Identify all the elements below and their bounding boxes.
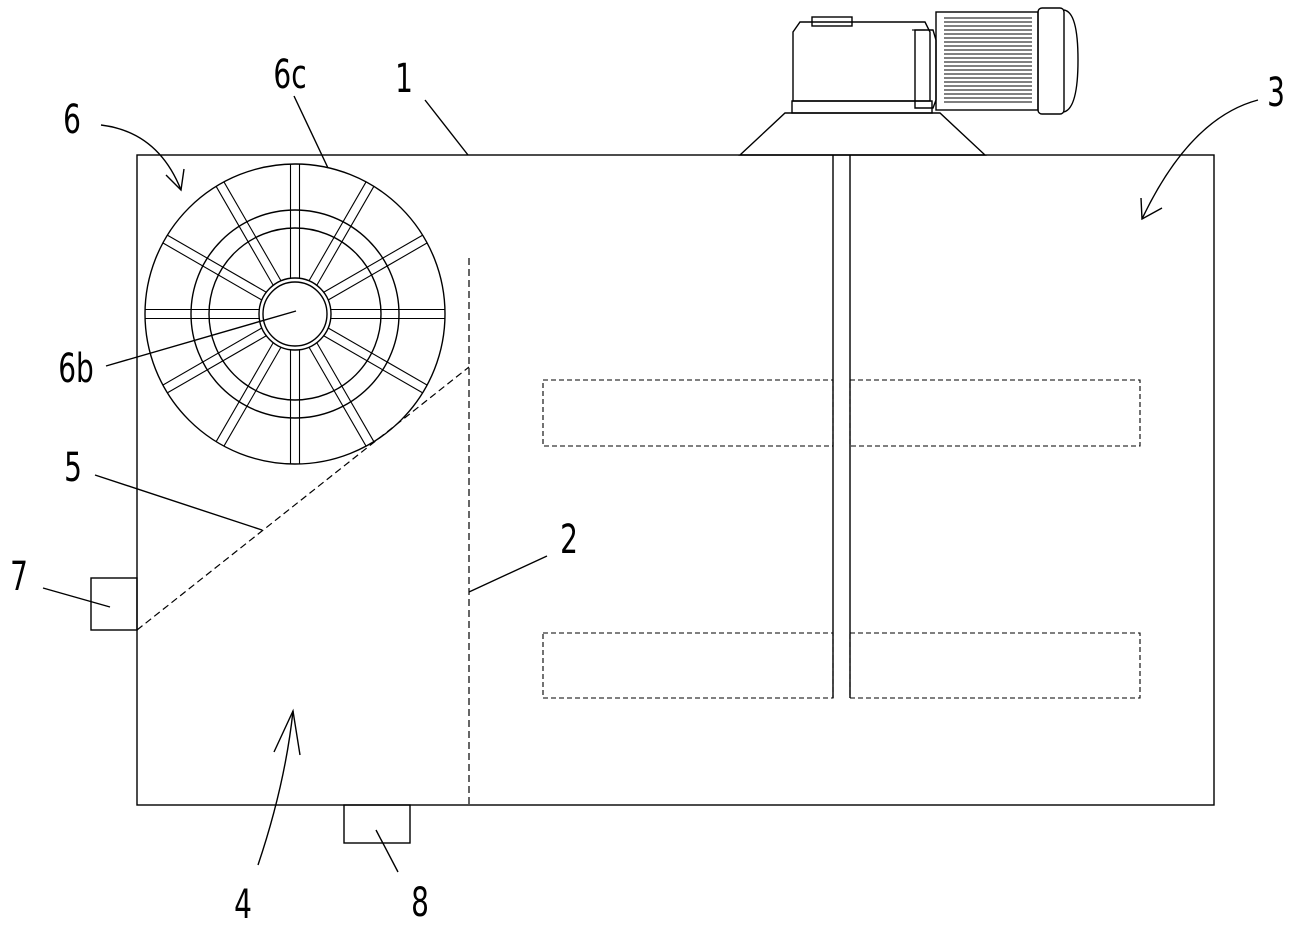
motor-housing bbox=[935, 11, 1039, 111]
drum-outer-rim bbox=[144, 163, 446, 465]
drum-spokes bbox=[145, 164, 445, 464]
drum-spoke bbox=[323, 234, 423, 293]
drum-spoke bbox=[215, 186, 274, 286]
drum-spoke bbox=[162, 242, 262, 301]
label-drum-cage: 6c bbox=[273, 52, 306, 98]
leader-bottom-outlet bbox=[375, 829, 399, 873]
drum-cage bbox=[144, 163, 446, 465]
lower-right-blade bbox=[849, 632, 1141, 699]
gearbox-cap bbox=[811, 16, 853, 27]
arrow-drum-assembly bbox=[100, 124, 185, 192]
motor-mount bbox=[738, 112, 987, 156]
leader-drum-cage bbox=[293, 95, 329, 169]
drum-spoke bbox=[328, 242, 428, 301]
leader-partition bbox=[468, 555, 548, 593]
arrow-settling-zone bbox=[257, 708, 301, 866]
label-drum-assembly: 6 bbox=[63, 97, 81, 143]
drum-spoke bbox=[167, 335, 267, 394]
mount-flange bbox=[791, 100, 933, 114]
arrow-mixing-zone bbox=[1140, 99, 1259, 221]
gearbox-body bbox=[792, 21, 931, 102]
label-bottom-outlet: 8 bbox=[411, 880, 429, 926]
drum-spoke bbox=[316, 186, 375, 286]
motor-assembly bbox=[738, 7, 1079, 156]
label-mixing-zone: 3 bbox=[1267, 70, 1285, 116]
label-settling-zone: 4 bbox=[234, 882, 252, 928]
drum-spoke bbox=[223, 181, 282, 281]
motor-fan-cover bbox=[1037, 7, 1065, 115]
leader-tank bbox=[424, 99, 469, 156]
drum-spoke bbox=[162, 327, 262, 386]
drum-spoke bbox=[323, 335, 423, 394]
label-inclined-plate: 5 bbox=[64, 445, 82, 491]
lower-left-blade bbox=[542, 632, 834, 699]
drum-spoke bbox=[316, 342, 375, 442]
side-outlet bbox=[90, 577, 138, 631]
bottom-outlet bbox=[343, 804, 411, 844]
drum-spoke bbox=[167, 234, 267, 293]
label-partition: 2 bbox=[560, 517, 578, 563]
inclined-plate bbox=[136, 366, 470, 631]
drum-spoke bbox=[328, 327, 428, 386]
motor-end-cap bbox=[1063, 9, 1079, 113]
drum-inner-ring bbox=[208, 227, 382, 401]
label-tank: 1 bbox=[395, 56, 413, 102]
motor-cooling-fins bbox=[944, 17, 1032, 103]
drum-hub-outer bbox=[258, 277, 332, 351]
leader-inclined-plate bbox=[94, 474, 263, 531]
drum-spoke bbox=[215, 342, 274, 442]
drum-spoke bbox=[308, 347, 367, 447]
upper-right-blade bbox=[849, 379, 1141, 447]
label-drum-shaft: 6b bbox=[58, 346, 94, 392]
leader-side-outlet bbox=[42, 587, 111, 608]
drum-middle-ring bbox=[190, 209, 400, 419]
tank-body bbox=[136, 154, 1215, 806]
motor-collar bbox=[914, 29, 937, 109]
drum-spoke bbox=[223, 347, 282, 447]
label-side-outlet: 7 bbox=[10, 554, 28, 600]
leader-drum-shaft bbox=[105, 310, 297, 367]
drum-spoke bbox=[308, 181, 367, 281]
upper-left-blade bbox=[542, 379, 834, 447]
drum-hub-inner bbox=[262, 281, 328, 347]
